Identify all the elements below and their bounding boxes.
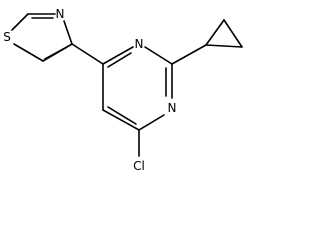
bond-c4-c5 <box>102 109 140 131</box>
bond-n3-c4 <box>138 114 165 131</box>
atom-label-pyrimidine-n3: N <box>168 101 177 115</box>
bond-c6-n1 <box>102 46 134 65</box>
atom-label-pyrimidine-n1: N <box>135 37 144 51</box>
pyrimidine-ring <box>102 46 173 131</box>
bond-c2-cyclopropyl <box>171 44 207 65</box>
cyclopropyl-group <box>171 19 243 65</box>
bond-s-c2 <box>11 13 29 31</box>
thiazole-ring <box>11 13 73 62</box>
bond-c4-c5-inner <box>44 46 68 60</box>
atom-label-thiazole-n: N <box>56 7 65 21</box>
bond-cp-b <box>223 19 243 48</box>
bond-n1-c2 <box>144 46 173 65</box>
bond-cp-a <box>205 19 225 46</box>
bond-cp-c <box>205 44 243 48</box>
bond-c6-n1-inner <box>107 52 132 68</box>
atom-label-chlorine: Cl <box>133 159 145 173</box>
atom-label-thiazole-s: S <box>3 30 11 44</box>
bond-thiazole-pyrimidine <box>71 43 104 65</box>
bond-c5-s <box>13 43 44 62</box>
bond-n3-c4 <box>63 20 73 45</box>
bond-c4-c5-inner <box>107 106 137 125</box>
structure-canvas: S N N N Cl <box>3 7 243 173</box>
molecule-structure: S N N N Cl <box>3 7 243 173</box>
